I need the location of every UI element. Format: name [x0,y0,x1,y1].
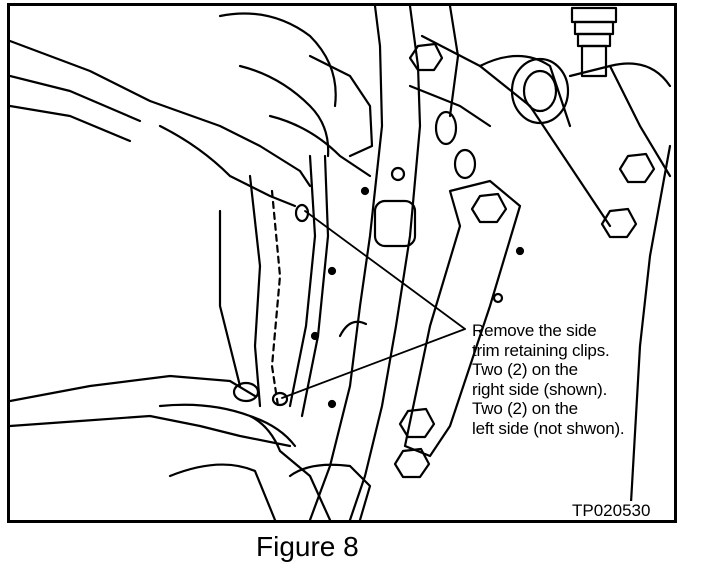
callout-text: Remove the side trim retaining clips. Tw… [472,321,625,438]
callout-line: left side (not shwon). [472,418,625,438]
bolt-heads [393,42,656,479]
callout-line: Two (2) on the [472,360,578,379]
upper-hand [10,12,374,208]
callout-line: Two (2) on the [472,399,578,418]
callout-line: Remove the side [472,321,597,340]
lower-bracket [288,463,372,520]
body-pillar [288,6,525,520]
side-trim-panel [218,174,282,408]
callout-line: trim retaining clips. [472,340,610,360]
callout-line: right side (shown). [472,379,608,399]
body-edge [628,144,672,520]
lower-hand [10,374,332,520]
figure-frame: Remove the side trim retaining clips. Tw… [7,3,677,523]
callout-leader-lines [281,210,466,399]
illustration [10,6,672,520]
figure-code: TP020530 [570,501,653,520]
strut-mount [510,6,672,178]
figure-caption: Figure 8 [256,531,359,562]
